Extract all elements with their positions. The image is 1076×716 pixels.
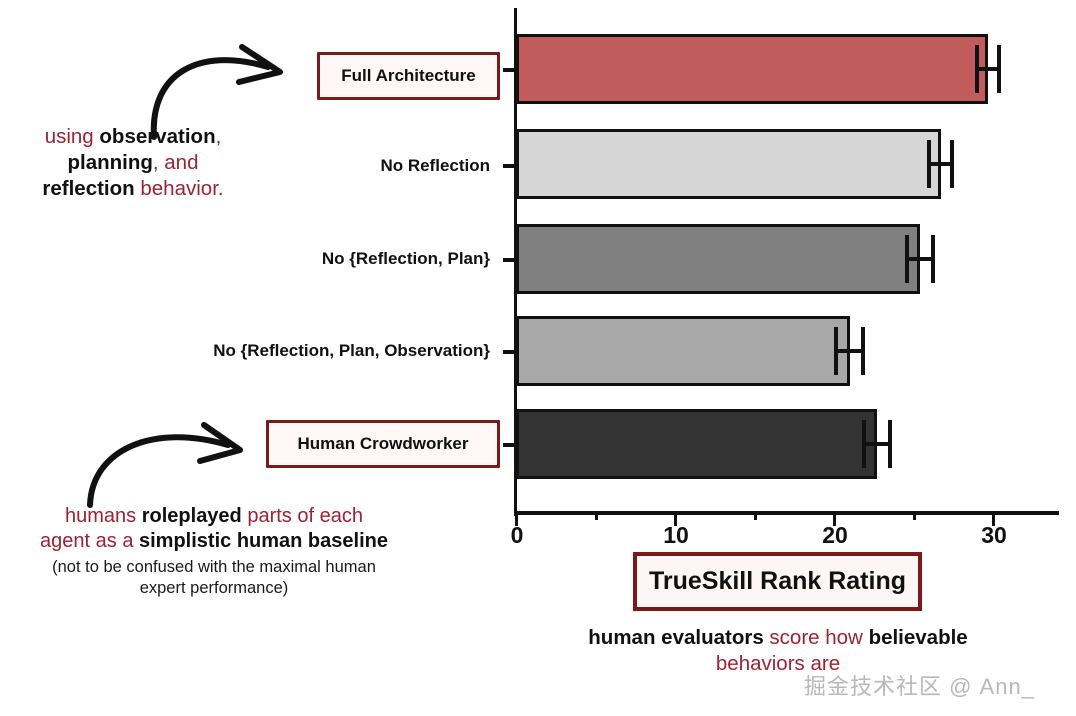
category-label-no-reflection-plan: No {Reflection, Plan} (321, 249, 490, 268)
annotation-top-line2: planning, and (8, 150, 258, 176)
caption-part-1: human evaluators (588, 626, 764, 649)
caption-part-4: behaviors are (715, 652, 841, 676)
annotation-bottom-subnote: (not to be confused with the maximal hum… (4, 557, 424, 598)
error-bar-cap-high (861, 327, 866, 375)
annotation-bottom: humans roleplayed parts of each agent as… (4, 504, 424, 598)
bar-1 (516, 129, 941, 199)
error-bar-line (977, 67, 1000, 71)
error-bar-cap-low (926, 140, 931, 188)
error-bar-cap-high (997, 45, 1002, 93)
annotation-bottom-line1-c: parts of each (241, 505, 363, 527)
error-bar-cap-low (975, 45, 980, 93)
bar-2 (516, 224, 920, 294)
x-tick-major-20 (833, 511, 836, 526)
y-tick-3 (503, 350, 516, 354)
figure-caption: human evaluators score how believable be… (548, 625, 1008, 677)
annotation-top-line1-a: using (44, 125, 100, 148)
error-bar-cap-high (930, 235, 935, 283)
x-tick-major-30 (992, 511, 995, 526)
annotation-top-line3-b: behavior. (134, 176, 224, 200)
caption-part-3: believable (868, 626, 968, 649)
y-tick-4 (503, 443, 516, 447)
error-bar-cap-low (862, 420, 867, 468)
annotation-top-line2-a: planning (67, 150, 153, 174)
error-bar-line (864, 442, 890, 446)
x-tick-minor-15 (754, 511, 757, 520)
x-tick-major-0 (515, 511, 518, 526)
annotation-top-line2-b: , and (152, 150, 199, 174)
bar-4 (516, 409, 877, 479)
annotation-bottom-line2-a: agent as a (40, 530, 139, 553)
annotation-bottom-line1-b: roleplayed (141, 505, 242, 527)
y-axis-line (514, 8, 517, 516)
watermark: 掘金技术社区 @ Ann_ (804, 674, 1035, 699)
annotation-bottom-line2-b: simplistic human baseline (139, 530, 388, 553)
x-tick-minor-25 (913, 511, 916, 520)
error-bar-cap-low (834, 327, 839, 375)
x-axis-title: TrueSkill Rank Rating (633, 552, 922, 611)
bar-0 (516, 34, 989, 104)
x-tick-label-30: 30 (981, 522, 1007, 548)
category-label-no-reflection: No Reflection (380, 156, 490, 175)
annotation-top-line3-a: reflection (42, 176, 135, 200)
error-bar-line (907, 257, 933, 261)
annotation-bottom-subnote-line2: expert performance) (139, 578, 289, 597)
annotation-bottom-line1-a: humans (65, 505, 142, 527)
x-axis-line (514, 511, 1059, 515)
bar-3 (516, 316, 850, 386)
error-bar-line (928, 162, 953, 166)
annotation-bottom-subnote-line1: (not to be confused with the maximal hum… (52, 558, 376, 577)
x-tick-major-10 (674, 511, 677, 526)
caption-part-2: score how (763, 626, 869, 649)
category-label-full-architecture: Full Architecture (317, 52, 500, 100)
annotation-bottom-line2: agent as a simplistic human baseline (4, 529, 424, 554)
x-tick-minor-5 (595, 511, 598, 520)
y-tick-0 (503, 68, 516, 72)
annotation-bottom-line1: humans roleplayed parts of each (4, 504, 424, 529)
error-bar-cap-high (950, 140, 955, 188)
category-label-human-crowdworker: Human Crowdworker (266, 420, 500, 468)
category-label-no-reflection-plan-observation: No {Reflection, Plan, Observation} (213, 341, 490, 360)
x-tick-label-10: 10 (663, 522, 689, 548)
error-bar-cap-low (905, 235, 910, 283)
y-tick-2 (503, 258, 516, 262)
x-tick-label-0: 0 (510, 522, 524, 548)
annotation-top-line3: reflection behavior. (8, 176, 258, 202)
y-tick-1 (503, 164, 516, 168)
error-bar-cap-high (887, 420, 892, 468)
x-tick-label-20: 20 (822, 522, 848, 548)
error-bar-line (836, 349, 864, 353)
